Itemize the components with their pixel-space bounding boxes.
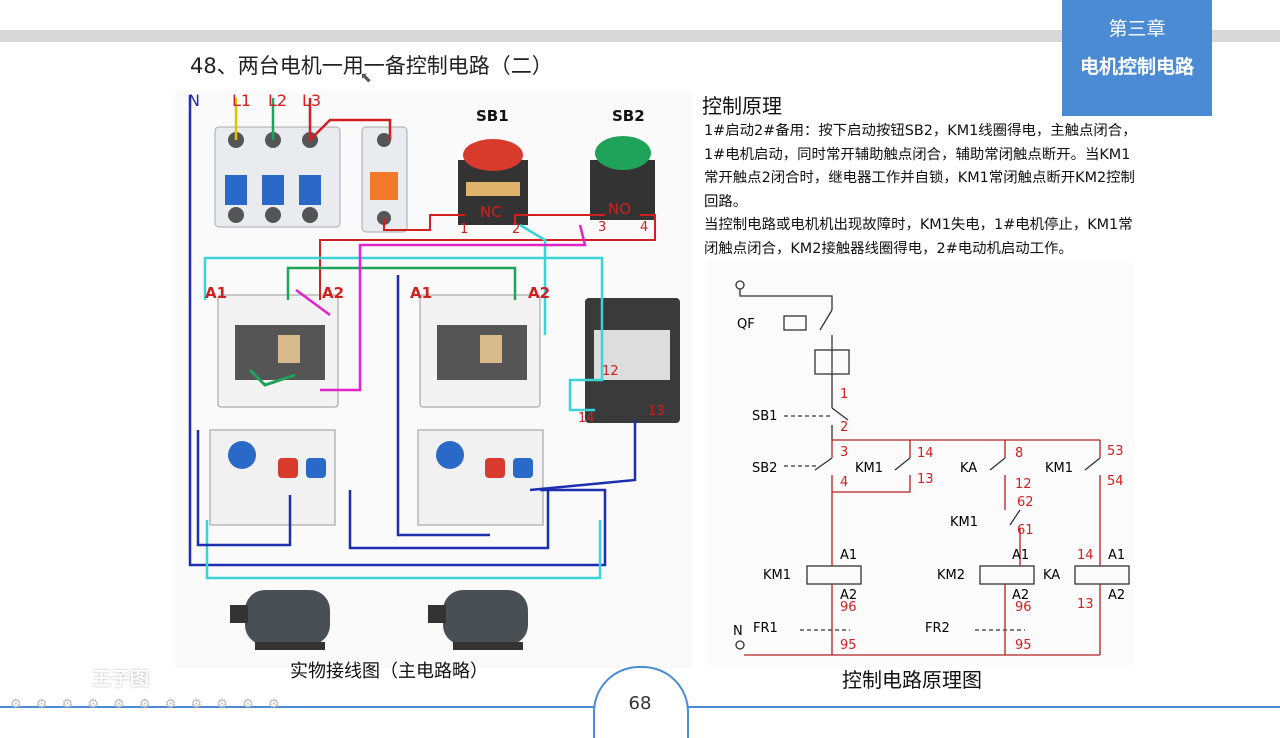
sch-a1-km1: A1 [840,548,858,563]
label-n: N [188,91,200,110]
sch-a1-ka: A1 [1108,548,1126,563]
control-breaker [361,126,408,233]
node-2: 2 [840,420,849,435]
label-l1: L1 [232,91,252,110]
label-nc: NC [480,203,502,221]
principle-paragraph-2: 当控制电路或电机机出现故障时，KM1失电，1#电机停止，KM1常闭触点闭合，KM… [704,217,1133,257]
terminal-1: 1 [460,222,469,237]
wiring-caption: 实物接线图（主电路略） [290,661,488,682]
node-54: 54 [1107,474,1124,489]
wiring-diagram [188,95,680,650]
contactor-km1 [209,294,339,526]
node-53: 53 [1107,444,1124,459]
terminal-4: 4 [640,220,649,235]
page-number: 68 [628,693,652,714]
principle-paragraph-1: 1#启动2#备用：按下启动按钮SB2，KM1线圈得电，主触点闭合，1#电机启动，… [704,123,1137,210]
node-95-km2: 95 [1015,638,1032,653]
sch-ka-coil: KA [1043,568,1061,583]
sch-ka-contact: KA [960,461,978,476]
label-no: NO [608,200,632,218]
node-95-km1: 95 [840,638,857,653]
principle-title: 控制原理 [702,94,782,118]
motor-1 [230,590,330,650]
sb2-button [590,136,655,220]
relay-terminal-14: 14 [578,411,595,426]
sch-fr2: FR2 [925,621,950,636]
terminal-3: 3 [598,220,607,235]
km2-a2-label: A2 [528,284,551,302]
node-4: 4 [840,475,849,490]
mouse-cursor-icon: ⬉ [360,70,372,86]
watermark-logo: 王子图 [92,668,150,690]
sch-a2-ka: A2 [1108,588,1126,603]
node-61: 61 [1017,523,1034,538]
sch-km1-coil: KM1 [763,568,792,583]
km2-a1-label: A1 [410,284,433,302]
relay-ka [585,298,680,423]
sch-fr1: FR1 [753,621,778,636]
relay-terminal-12: 12 [602,364,619,379]
node-14: 14 [917,446,934,461]
sch-n: N [733,624,743,639]
slide-title: 48、两台电机一用一备控制电路（二） [190,54,553,78]
node-13-ka: 13 [1077,597,1094,612]
node-12: 12 [1015,477,1032,492]
contactor-km2 [417,294,544,526]
chapter-number: 第三章 [1108,18,1166,40]
node-96-km2: 96 [1015,600,1032,615]
terminal-2: 2 [512,222,521,237]
principle-text: 1#启动2#备用：按下启动按钮SB2，KM1线圈得电，主触点闭合，1#电机启动，… [704,120,1144,261]
sch-km1-contact: KM1 [1045,461,1074,476]
top-bar [0,30,1280,42]
node-8: 8 [1015,446,1024,461]
sch-a2-km1: A2 [840,588,858,603]
chapter-name: 电机控制电路 [1079,56,1194,78]
relay-terminal-13: 13 [648,404,665,419]
sch-km1-aux: KM1 [855,461,884,476]
schematic-caption: 控制电路原理图 [842,668,982,692]
label-sb1: SB1 [476,107,509,125]
node-3: 3 [840,445,849,460]
node-14-ka: 14 [1077,548,1094,563]
sch-km1-nc: KM1 [950,515,979,530]
motor-2 [428,590,528,650]
chapter-tab: 第三章 电机控制电路 [1062,0,1212,116]
km1-a2-label: A2 [322,284,345,302]
node-13: 13 [917,472,934,487]
label-l3: L3 [302,91,322,110]
schematic-panel [707,262,1134,665]
node-62: 62 [1017,495,1034,510]
km1-a1-label: A1 [205,284,228,302]
sch-sb1: SB1 [752,409,778,424]
node-1: 1 [840,387,849,402]
sch-km2-coil: KM2 [937,568,966,583]
footer-icons: ⚙ ⚙ ⚙ ⚙ ⚙ ⚙ ⚙ ⚙ ⚙ ⚙ ⚙ [10,697,285,712]
control-schematic [735,280,1130,656]
sch-a2-km2: A2 [1012,588,1030,603]
sch-a1-km2: A1 [1012,548,1030,563]
sch-qf: QF [737,317,755,332]
sch-sb2: SB2 [752,461,778,476]
label-l2: L2 [268,91,288,110]
node-96-km1: 96 [840,600,857,615]
label-sb2: SB2 [612,107,645,125]
